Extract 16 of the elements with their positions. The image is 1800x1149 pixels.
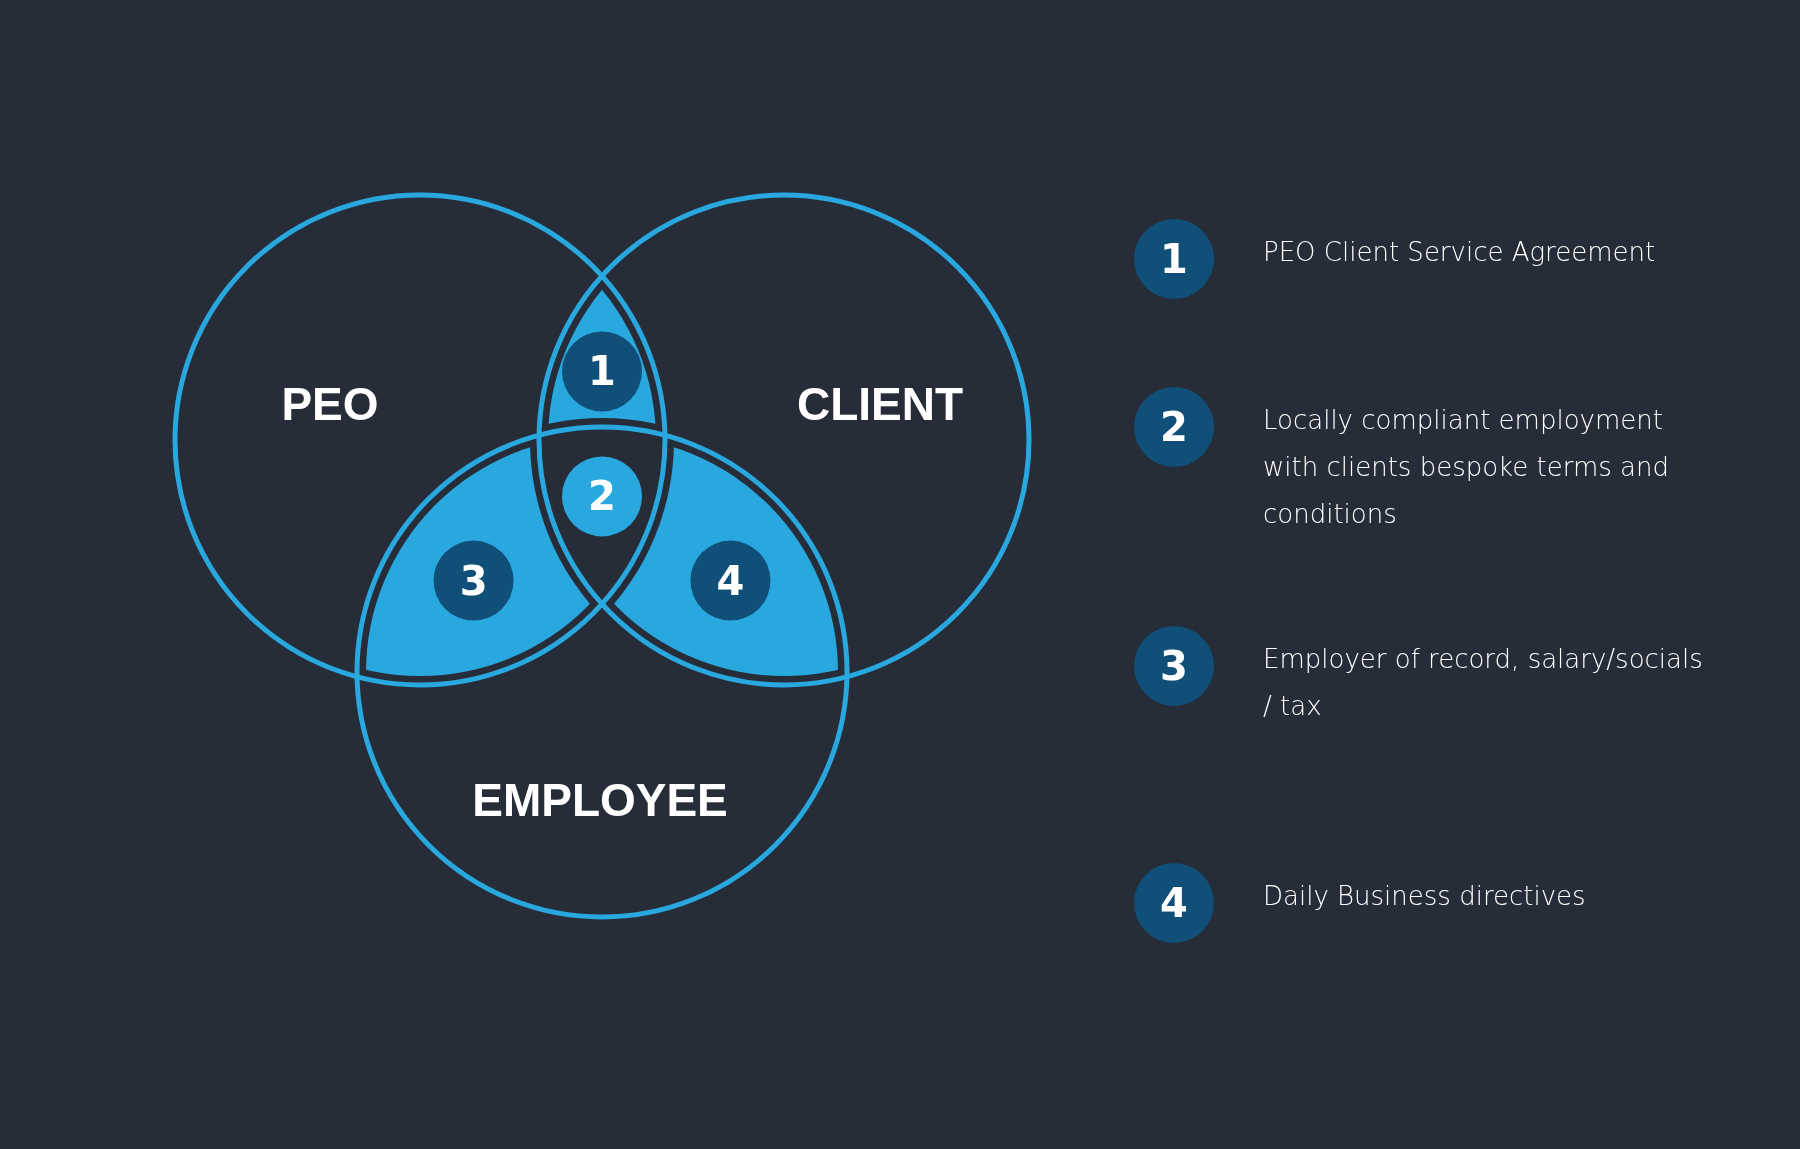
description-text: PEO Client Service Agreement xyxy=(1263,236,1657,269)
number-badge: 1 xyxy=(1134,219,1214,299)
description-text: Employer of record, salary/socials / tax xyxy=(1263,643,1703,723)
venn-overlap-region xyxy=(548,288,656,424)
number-badge: 3 xyxy=(1134,626,1214,706)
region-number: 2 xyxy=(588,476,616,517)
description-text: Locally compliant employment with clients bespoke terms and conditions xyxy=(1263,404,1670,531)
number-badge: 4 xyxy=(1134,863,1214,943)
set-label: PEO xyxy=(281,377,379,431)
region-number: 4 xyxy=(716,560,745,601)
region-number: 3 xyxy=(459,560,488,601)
region-number: 1 xyxy=(588,351,616,392)
description-text: Daily Business directives xyxy=(1263,880,1587,913)
set-label: CLIENT xyxy=(796,377,964,431)
set-label: EMPLOYEE xyxy=(472,773,728,827)
number-badge: 2 xyxy=(1134,387,1214,467)
